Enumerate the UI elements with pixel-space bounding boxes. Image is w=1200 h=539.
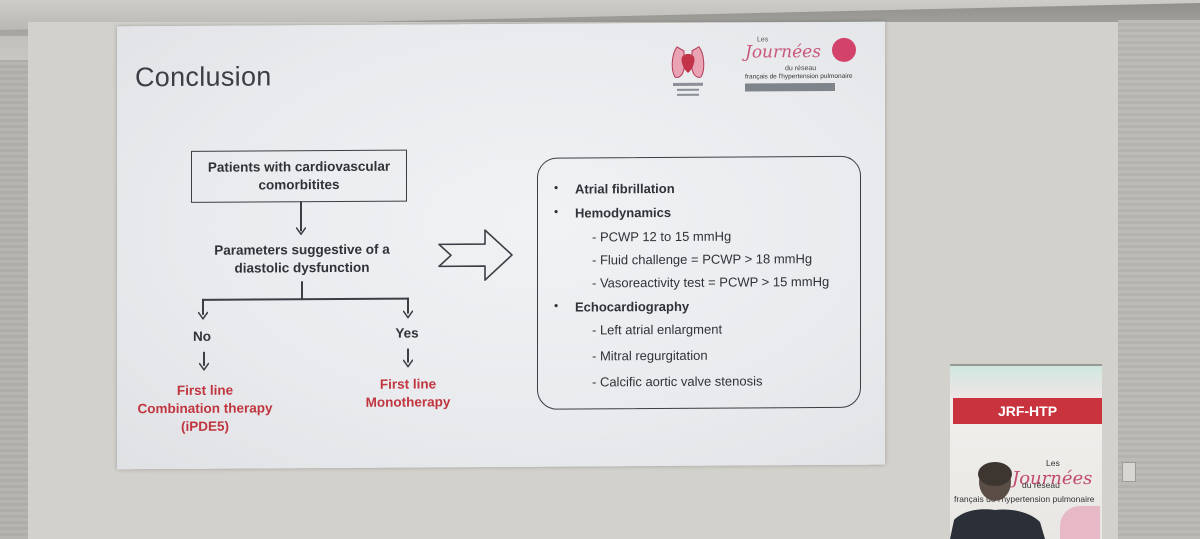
arrow-down-icon <box>199 362 209 371</box>
criteria-subitem: - PCWP 12 to 15 mmHg <box>592 228 732 245</box>
criteria-subitem: - Calcific aortic valve stenosis <box>592 373 763 390</box>
arrow-down-icon <box>403 359 413 368</box>
criteria-subitem: - Mitral regurgitation <box>592 347 708 364</box>
logo-badge-icon <box>832 37 856 62</box>
arrow-right-icon <box>438 229 513 281</box>
wall-socket <box>1122 462 1136 482</box>
flow-middle-text: Parameters suggestive of a diastolic dys… <box>214 241 390 276</box>
bullet-icon: • <box>554 298 559 313</box>
arrow-down-icon <box>198 311 208 320</box>
flow-yes-label: Yes <box>395 325 419 341</box>
banner-journees-text: Journées <box>1012 468 1093 489</box>
arrow-down-icon <box>403 310 413 319</box>
speaker-person <box>950 462 1045 539</box>
left-result-line2: Combination therapy <box>137 400 273 417</box>
flow-connector <box>301 281 303 300</box>
right-result-line2: Monotherapy <box>365 394 451 410</box>
heart-lung-logo-icon <box>671 46 705 96</box>
criteria-item-hemodynamics: Hemodynamics <box>575 204 672 221</box>
slide-title: Conclusion <box>135 61 272 93</box>
bullet-icon: • <box>554 180 559 195</box>
right-result-line1: First line <box>379 376 437 392</box>
bullet-icon: • <box>554 204 559 219</box>
arrow-down-icon <box>296 227 306 236</box>
logo-du-reseau-text: du réseau <box>785 65 817 73</box>
right-wall-panel <box>1118 20 1200 539</box>
logo-subtitle-text: français de l'hypertension pulmonaire <box>745 72 853 81</box>
left-wall-panel <box>0 60 28 539</box>
banner-header: JRF-HTP <box>953 398 1102 424</box>
flow-right-result: First line Monotherapy <box>349 375 467 412</box>
flow-top-box-text: Patients with cardiovascular comorbitite… <box>207 158 391 193</box>
left-result-line3: (iPDE5) <box>180 418 229 434</box>
banner-decor-shape <box>1060 506 1100 539</box>
logo-journees-text: Journées <box>745 42 821 63</box>
left-result-line1: First line <box>176 382 234 398</box>
projected-slide: Conclusion Les Journées du réseau frança… <box>117 21 885 470</box>
criteria-item-echocardiography: Echocardiography <box>575 298 690 315</box>
criteria-subitem: - Vasoreactivity test = PCWP > 15 mmHg <box>592 273 830 291</box>
criteria-subitem: - Fluid challenge = PCWP > 18 mmHg <box>592 251 813 268</box>
criteria-subitem: - Left atrial enlargment <box>592 321 723 338</box>
banner-les-text: Les <box>1046 458 1060 468</box>
flow-left-result: First line Combination therapy (iPDE5) <box>117 381 293 436</box>
banner-subtitle-text: français de l'hypertension pulmonaire <box>954 494 1095 504</box>
logo-date-bar <box>745 82 835 92</box>
criteria-item-atrial-fibrillation: Atrial fibrillation <box>575 180 675 197</box>
banner-top-pattern <box>950 366 1102 398</box>
banner-du-reseau-text: du réseau <box>1022 480 1060 490</box>
flow-no-label: No <box>193 328 211 344</box>
flow-branch-line <box>202 297 408 301</box>
